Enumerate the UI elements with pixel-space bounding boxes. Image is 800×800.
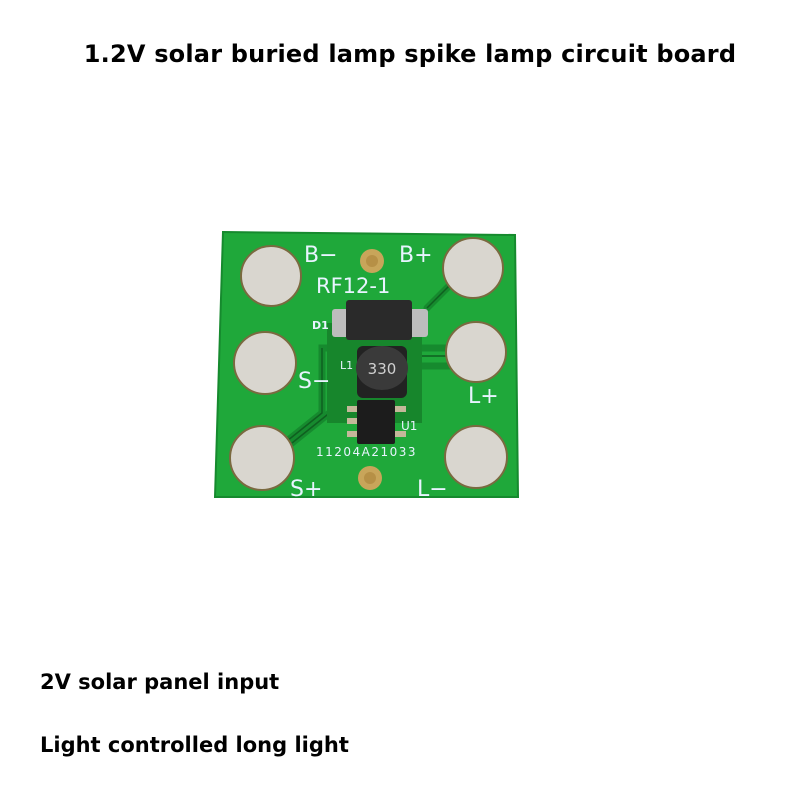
pad-s-minus (233, 331, 297, 395)
label-l-plus: L+ (468, 384, 499, 409)
label-d1: D1 (312, 319, 329, 332)
label-l1: L1 (340, 359, 353, 372)
board-model-label: RF12-1 (316, 274, 390, 298)
label-s-minus: S− (298, 369, 330, 394)
label-l-minus: L− (417, 477, 448, 502)
pad-l-plus (445, 321, 507, 383)
inductor-marking: 330 (368, 360, 397, 378)
label-s-plus: S+ (290, 477, 322, 502)
diode-d1 (346, 300, 412, 340)
label-b-minus: B− (304, 243, 338, 268)
feature-solar-input: 2V solar panel input (40, 670, 280, 694)
serial-number: 11204A21033 (316, 445, 417, 459)
circuit-board-image: B− B+ RF12-1 D1 L1 S− L+ U1 11204A21033 … (213, 230, 520, 502)
pad-s-plus (229, 425, 295, 491)
ic-u1 (357, 400, 395, 444)
pad-b-plus (442, 237, 504, 299)
label-u1: U1 (401, 419, 417, 433)
product-title: 1.2V solar buried lamp spike lamp circui… (83, 40, 737, 68)
circuit-board-photo: B− B+ RF12-1 D1 L1 S− L+ U1 11204A21033 … (212, 228, 524, 502)
pad-l-minus (444, 425, 508, 489)
pad-b-minus (240, 245, 302, 307)
label-b-plus: B+ (399, 243, 433, 268)
feature-light-control: Light controlled long light (40, 733, 349, 757)
